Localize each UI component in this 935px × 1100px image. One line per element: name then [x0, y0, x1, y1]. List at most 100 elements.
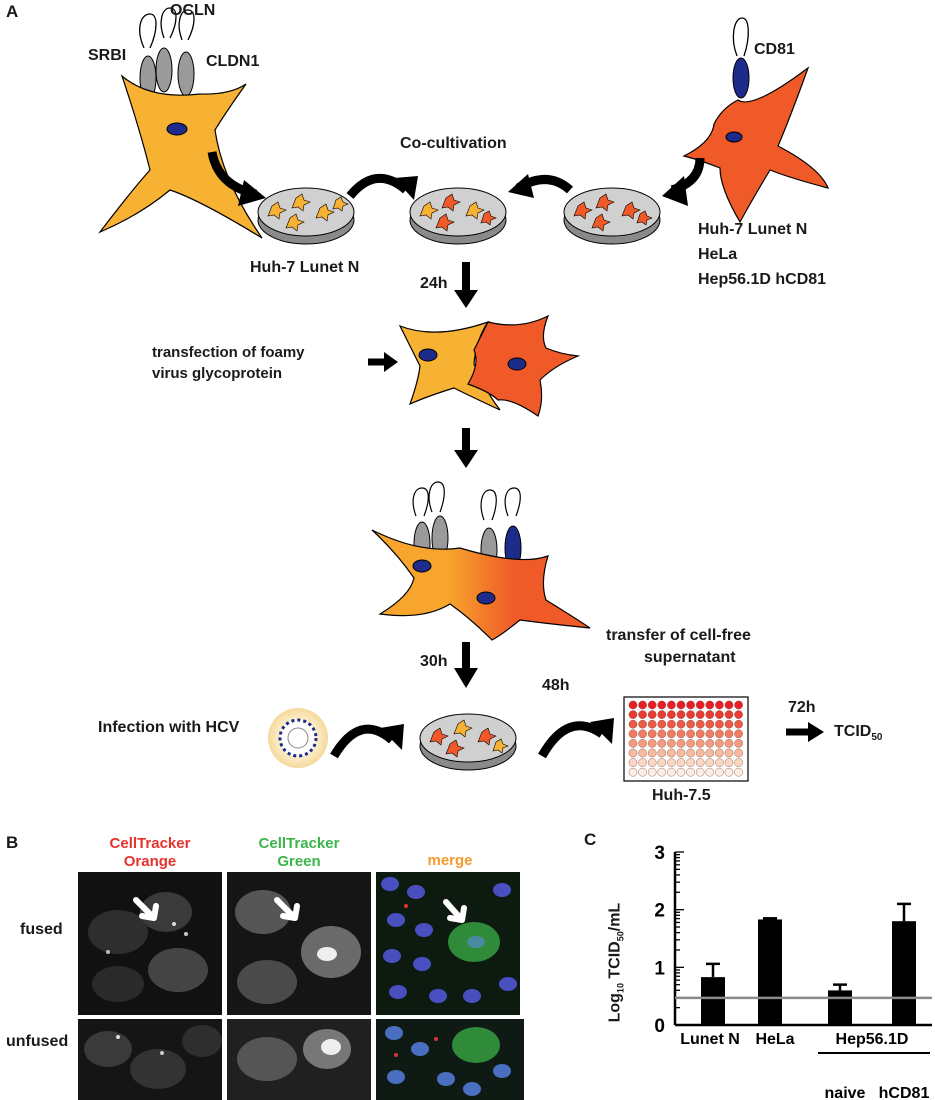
label-target-cell-2: HeLa: [698, 246, 738, 263]
label-cocultivation: Co-cultivation: [400, 135, 507, 152]
label-time-24h: 24h: [420, 275, 448, 292]
well-icon: [676, 729, 686, 739]
micrograph-green-fused: [227, 872, 371, 1015]
well-icon: [686, 758, 695, 767]
micrograph-orange-fused: [78, 872, 222, 1015]
well-icon: [676, 700, 686, 710]
bar: [701, 977, 725, 1025]
well-icon: [686, 729, 695, 739]
well-icon: [686, 767, 695, 777]
label-transfer-1: transfer of cell-free: [606, 627, 751, 644]
well-icon: [715, 719, 724, 729]
row-label-fused: fused: [20, 921, 63, 938]
nucleus-icon: [412, 559, 432, 573]
well-icon: [647, 710, 657, 719]
arrow-head-icon: [380, 724, 404, 750]
well-icon: [638, 739, 647, 748]
well-icon: [734, 729, 743, 739]
well-icon: [734, 700, 743, 710]
well-icon: [695, 739, 705, 748]
well-icon: [667, 767, 676, 777]
well-icon: [667, 729, 676, 739]
well-icon: [638, 758, 647, 767]
well-icon: [705, 758, 715, 767]
label-target-cell-3: Hep56.1D hCD81: [698, 271, 827, 288]
well-icon: [667, 739, 676, 748]
panel-label-a: A: [6, 2, 19, 21]
label-tcid50: TCID50: [834, 723, 883, 744]
arrow-icon: [133, 897, 159, 921]
well-icon: [695, 719, 705, 729]
well-icon: [638, 748, 647, 758]
well-icon: [724, 767, 734, 777]
well-icon: [628, 700, 638, 710]
well-icon: [724, 729, 734, 739]
well-icon: [628, 767, 638, 777]
x-tick-label: naive: [825, 1085, 866, 1100]
x-group-label: Hep56.1D: [836, 1031, 909, 1048]
arrow-icon: [330, 724, 395, 759]
well-icon: [715, 710, 724, 719]
well-icon: [638, 700, 647, 710]
well-icon: [676, 739, 686, 748]
well-icon: [686, 748, 695, 758]
yellow-cell-icon: [98, 74, 263, 239]
y-tick-label: 3: [654, 843, 665, 864]
well-icon: [657, 767, 667, 777]
well-icon: [724, 748, 734, 758]
well-icon: [647, 729, 657, 739]
well-icon: [705, 710, 715, 719]
petri-dish-left: [257, 187, 355, 245]
well-icon: [724, 719, 734, 729]
well-icon: [705, 767, 715, 777]
label-cd81: CD81: [754, 41, 795, 58]
x-tick-label: HeLa: [755, 1031, 794, 1048]
bar: [828, 990, 852, 1025]
well-icon: [638, 767, 647, 777]
well-icon: [715, 758, 724, 767]
well-icon: [657, 748, 667, 758]
micrograph-orange-unfused: [78, 1019, 222, 1100]
well-icon: [628, 758, 638, 767]
arrow-icon: [538, 721, 605, 759]
well-icon: [647, 700, 657, 710]
well-icon: [715, 700, 724, 710]
well-icon: [734, 767, 743, 777]
well-icon: [667, 719, 676, 729]
well-icon: [657, 729, 667, 739]
label-time-48h: 48h: [542, 677, 570, 694]
well-icon: [705, 700, 715, 710]
well-icon: [734, 719, 743, 729]
well-icon: [676, 758, 686, 767]
well-icon: [686, 700, 695, 710]
arrow-head-icon: [508, 174, 534, 198]
well-icon: [638, 719, 647, 729]
label-infection: Infection with HCV: [98, 719, 240, 736]
well-icon: [705, 748, 715, 758]
well-icon: [647, 767, 657, 777]
well-icon: [715, 767, 724, 777]
label-transfection-1: transfection of foamy: [152, 344, 305, 361]
arrow-icon: [274, 897, 300, 921]
well-icon: [628, 739, 638, 748]
well-icon: [657, 758, 667, 767]
panel-label-c: C: [584, 830, 597, 849]
micrograph-merge-fused: [376, 872, 520, 1015]
label-plate: Huh-7.5: [652, 787, 711, 804]
label-ocln: OCLN: [170, 2, 216, 19]
chart-y-axis-label: Log10 TCID50/mL: [606, 902, 626, 1023]
column-header-merge: merge: [427, 852, 473, 869]
well-icon: [628, 748, 638, 758]
panel-label-b: B: [6, 833, 19, 852]
well-icon: [628, 710, 638, 719]
arrow-head-icon: [384, 352, 398, 372]
well-icon: [724, 700, 734, 710]
orange-cell-icon: [682, 66, 830, 224]
well-icon: [715, 739, 724, 748]
well-icon: [734, 748, 743, 758]
arrow-head-icon: [454, 290, 478, 308]
y-tick-label: 2: [654, 901, 665, 922]
